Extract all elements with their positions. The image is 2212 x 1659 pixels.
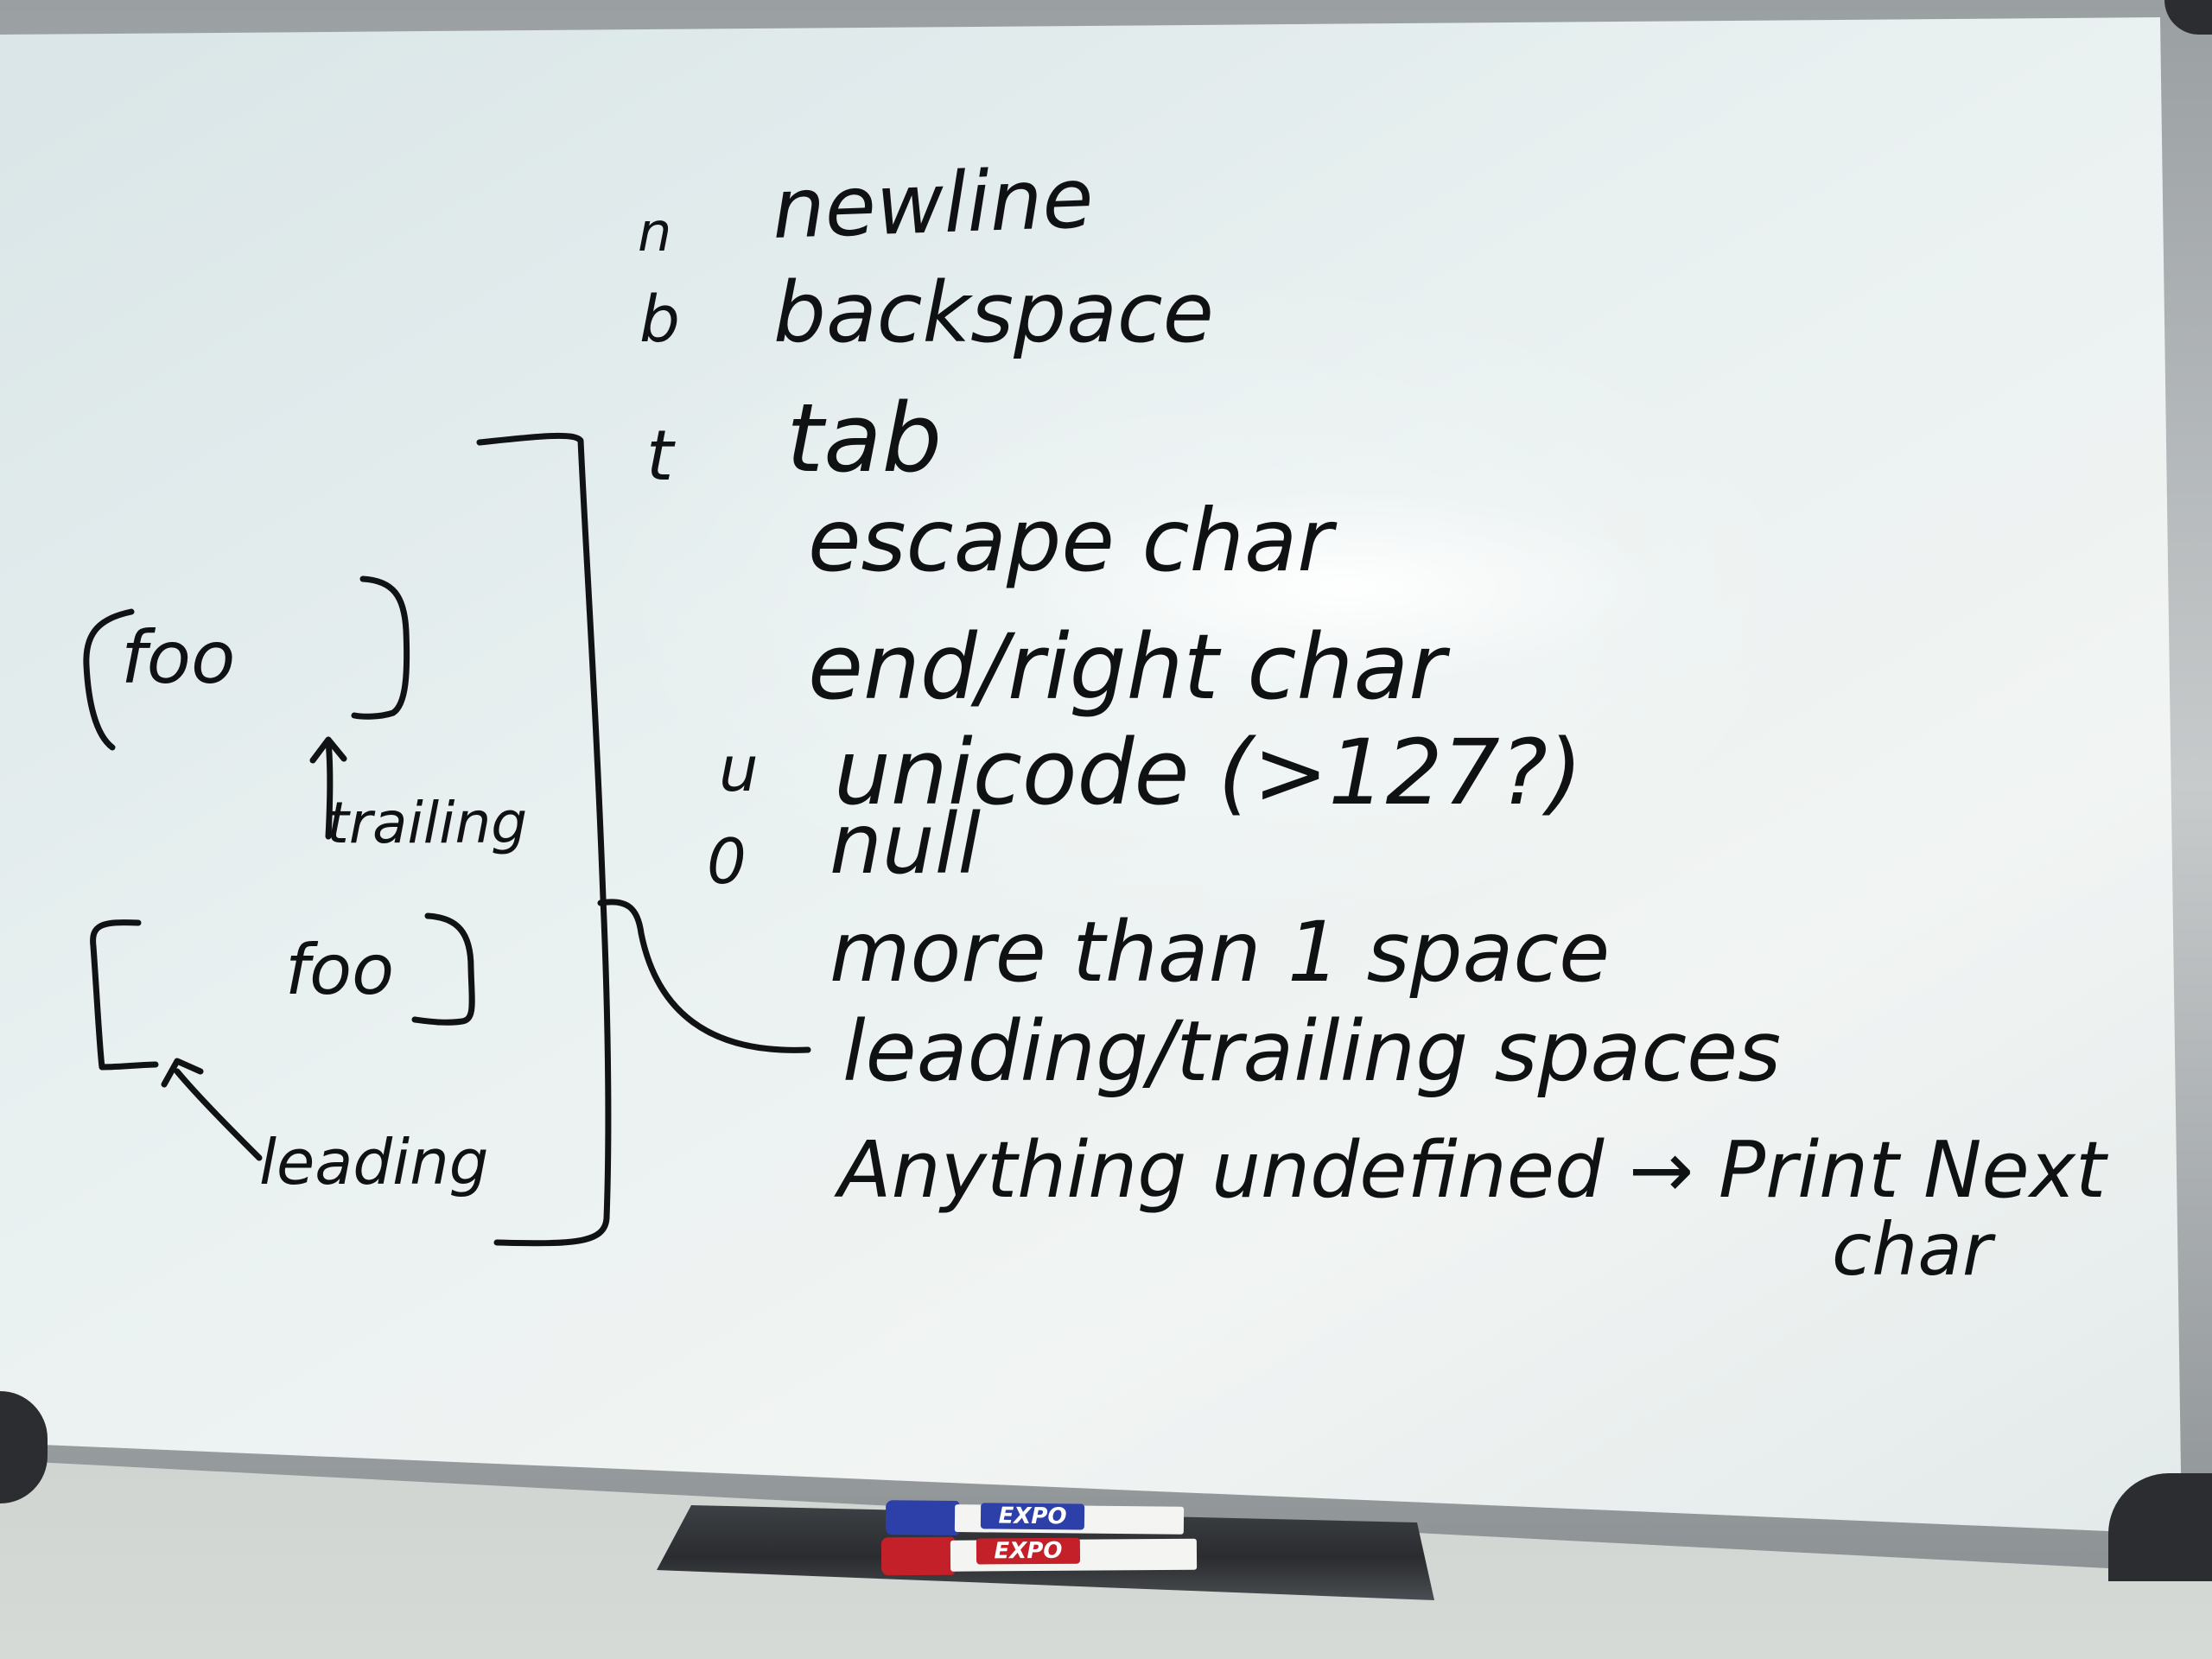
blue-marker-brand: EXPO (980, 1503, 1085, 1530)
trailing-box-text: foo (121, 615, 235, 700)
red-marker-brand: EXPO (976, 1537, 1081, 1565)
label-null: null (830, 796, 981, 893)
label-tab: tab (786, 383, 942, 493)
blue-marker[interactable]: EXPO (885, 1500, 1185, 1538)
leading-box-right-bracket (411, 912, 475, 1026)
label-anything-undefined: Anything undefined → Print Next (834, 1125, 2109, 1216)
escape-key-n: n (638, 200, 671, 264)
trailing-label: trailing (327, 790, 527, 856)
trailing-arrow (309, 736, 347, 840)
red-marker-cap (880, 1536, 956, 1576)
leading-box-text: foo (285, 930, 394, 1010)
red-marker[interactable]: EXPO (880, 1535, 1198, 1576)
group-bracket (476, 432, 612, 1247)
trailing-box-right-bracket (351, 575, 410, 720)
leading-label: leading (259, 1126, 488, 1198)
label-unicode: unicode (>127?) (834, 720, 1583, 825)
label-backspace: backspace (773, 264, 1214, 361)
label-leading-trailing-spaces: leading/trailing spaces (842, 1003, 1781, 1100)
label-newline: newline (771, 149, 1095, 257)
escape-key-0: 0 (707, 825, 747, 898)
leading-arrow (161, 1058, 263, 1161)
connector-curve (597, 899, 811, 1053)
frame-corner-bottom-right (2108, 1473, 2212, 1581)
blue-marker-cap (885, 1500, 960, 1536)
escape-key-t: t (646, 416, 676, 496)
escape-key-b: b (639, 283, 680, 357)
trailing-box-left-bracket (83, 608, 135, 751)
label-escape-char: escape char (808, 490, 1338, 591)
escape-key-u: u (719, 733, 759, 805)
label-char: char (1832, 1207, 1996, 1292)
leading-box-left-bracket (90, 919, 159, 1071)
whiteboard-surface (0, 17, 2182, 1534)
label-end-right-char: end/right char (808, 614, 1451, 720)
label-more-than-1-space: more than 1 space (830, 904, 1610, 1001)
